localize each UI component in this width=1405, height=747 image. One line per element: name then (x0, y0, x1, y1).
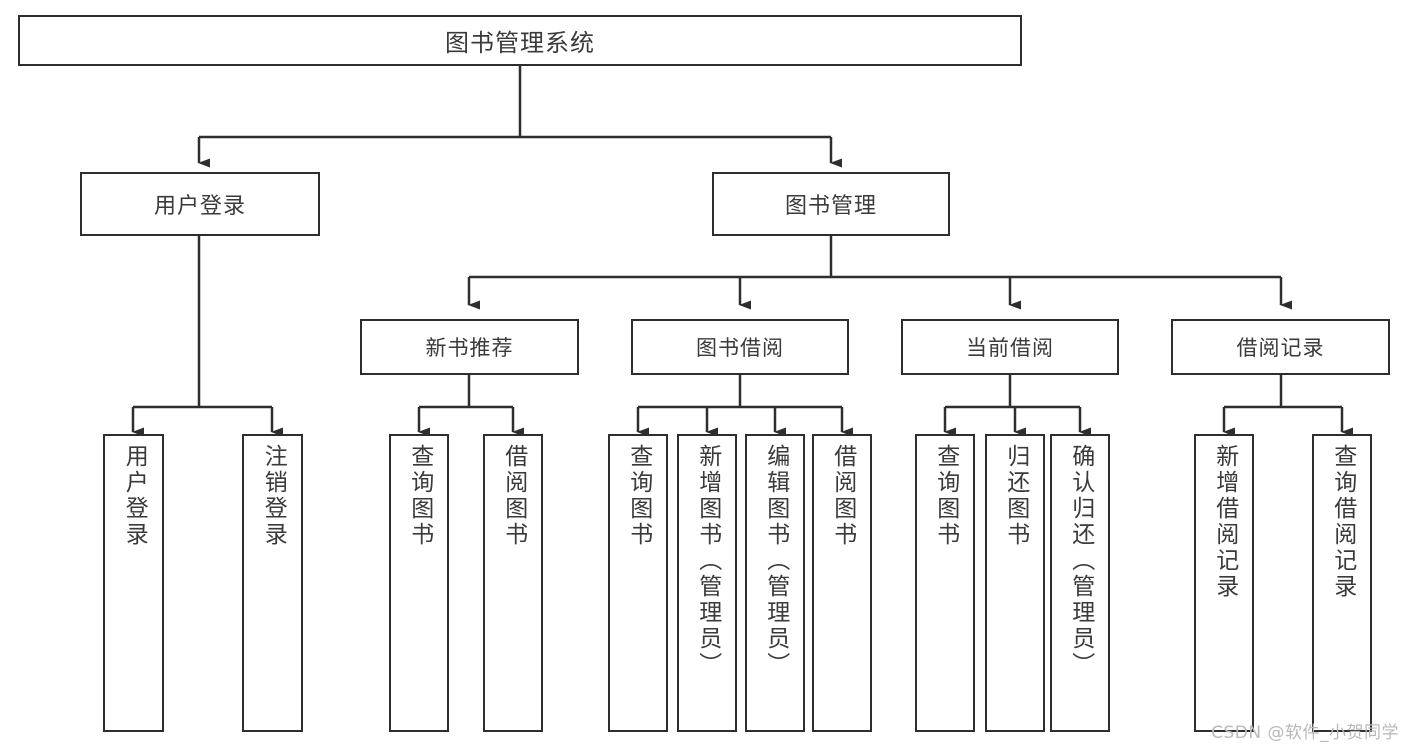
leaf-edit-book-admin[interactable]: 编辑图书（管理员） (745, 434, 805, 732)
watermark: CSDN @软件_小贺同学 (1211, 723, 1399, 743)
leaf-borrow-book-recommend[interactable]: 借阅图书 (483, 434, 543, 732)
node-label: 用户登录 (153, 194, 246, 219)
node-label: 图书管理系统 (445, 29, 595, 57)
leaf-add-borrow-record[interactable]: 新增借阅记录 (1194, 434, 1254, 732)
leaf-user-login[interactable]: 用户登录 (103, 434, 164, 732)
leaf-label: 注销登录 (260, 444, 287, 548)
node-label: 图书借阅 (696, 336, 784, 360)
node-label: 图书管理 (784, 194, 877, 219)
leaf-label: 查询借阅记录 (1329, 444, 1356, 600)
leaf-label: 查询图书 (625, 444, 652, 548)
node-label: 借阅记录 (1236, 336, 1325, 360)
leaf-label: 新增借阅记录 (1211, 444, 1238, 600)
node-current-borrow[interactable]: 当前借阅 (901, 319, 1119, 375)
leaf-query-book-borrow[interactable]: 查询图书 (608, 434, 668, 732)
leaf-logout[interactable]: 注销登录 (242, 434, 303, 732)
node-borrow-record[interactable]: 借阅记录 (1171, 319, 1390, 375)
node-new-book-recommend[interactable]: 新书推荐 (360, 319, 579, 375)
node-book-management[interactable]: 图书管理 (712, 172, 950, 236)
node-label: 当前借阅 (966, 336, 1054, 360)
leaf-add-book-admin[interactable]: 新增图书（管理员） (677, 434, 737, 732)
leaf-borrow-book[interactable]: 借阅图书 (812, 434, 872, 732)
leaf-label: 新增图书（管理员） (694, 444, 721, 678)
leaf-return-book[interactable]: 归还图书 (985, 434, 1045, 732)
leaf-label: 借阅图书 (829, 444, 856, 548)
leaf-label: 编辑图书（管理员） (762, 444, 789, 678)
node-book-borrow[interactable]: 图书借阅 (631, 319, 849, 375)
leaf-query-borrow-record[interactable]: 查询借阅记录 (1312, 434, 1372, 732)
leaf-label: 查询图书 (406, 444, 433, 548)
leaf-label: 借阅图书 (500, 444, 527, 548)
leaf-query-book-recommend[interactable]: 查询图书 (389, 434, 449, 732)
node-root-system[interactable]: 图书管理系统 (18, 15, 1022, 66)
leaf-query-book-current[interactable]: 查询图书 (915, 434, 975, 732)
leaf-confirm-return-admin[interactable]: 确认归还（管理员） (1050, 434, 1110, 732)
leaf-label: 归还图书 (1002, 444, 1029, 548)
leaf-label: 确认归还（管理员） (1067, 444, 1094, 678)
leaf-label: 查询图书 (932, 444, 959, 548)
node-user-login[interactable]: 用户登录 (80, 172, 320, 236)
leaf-label: 用户登录 (121, 444, 148, 548)
node-label: 新书推荐 (425, 336, 514, 360)
